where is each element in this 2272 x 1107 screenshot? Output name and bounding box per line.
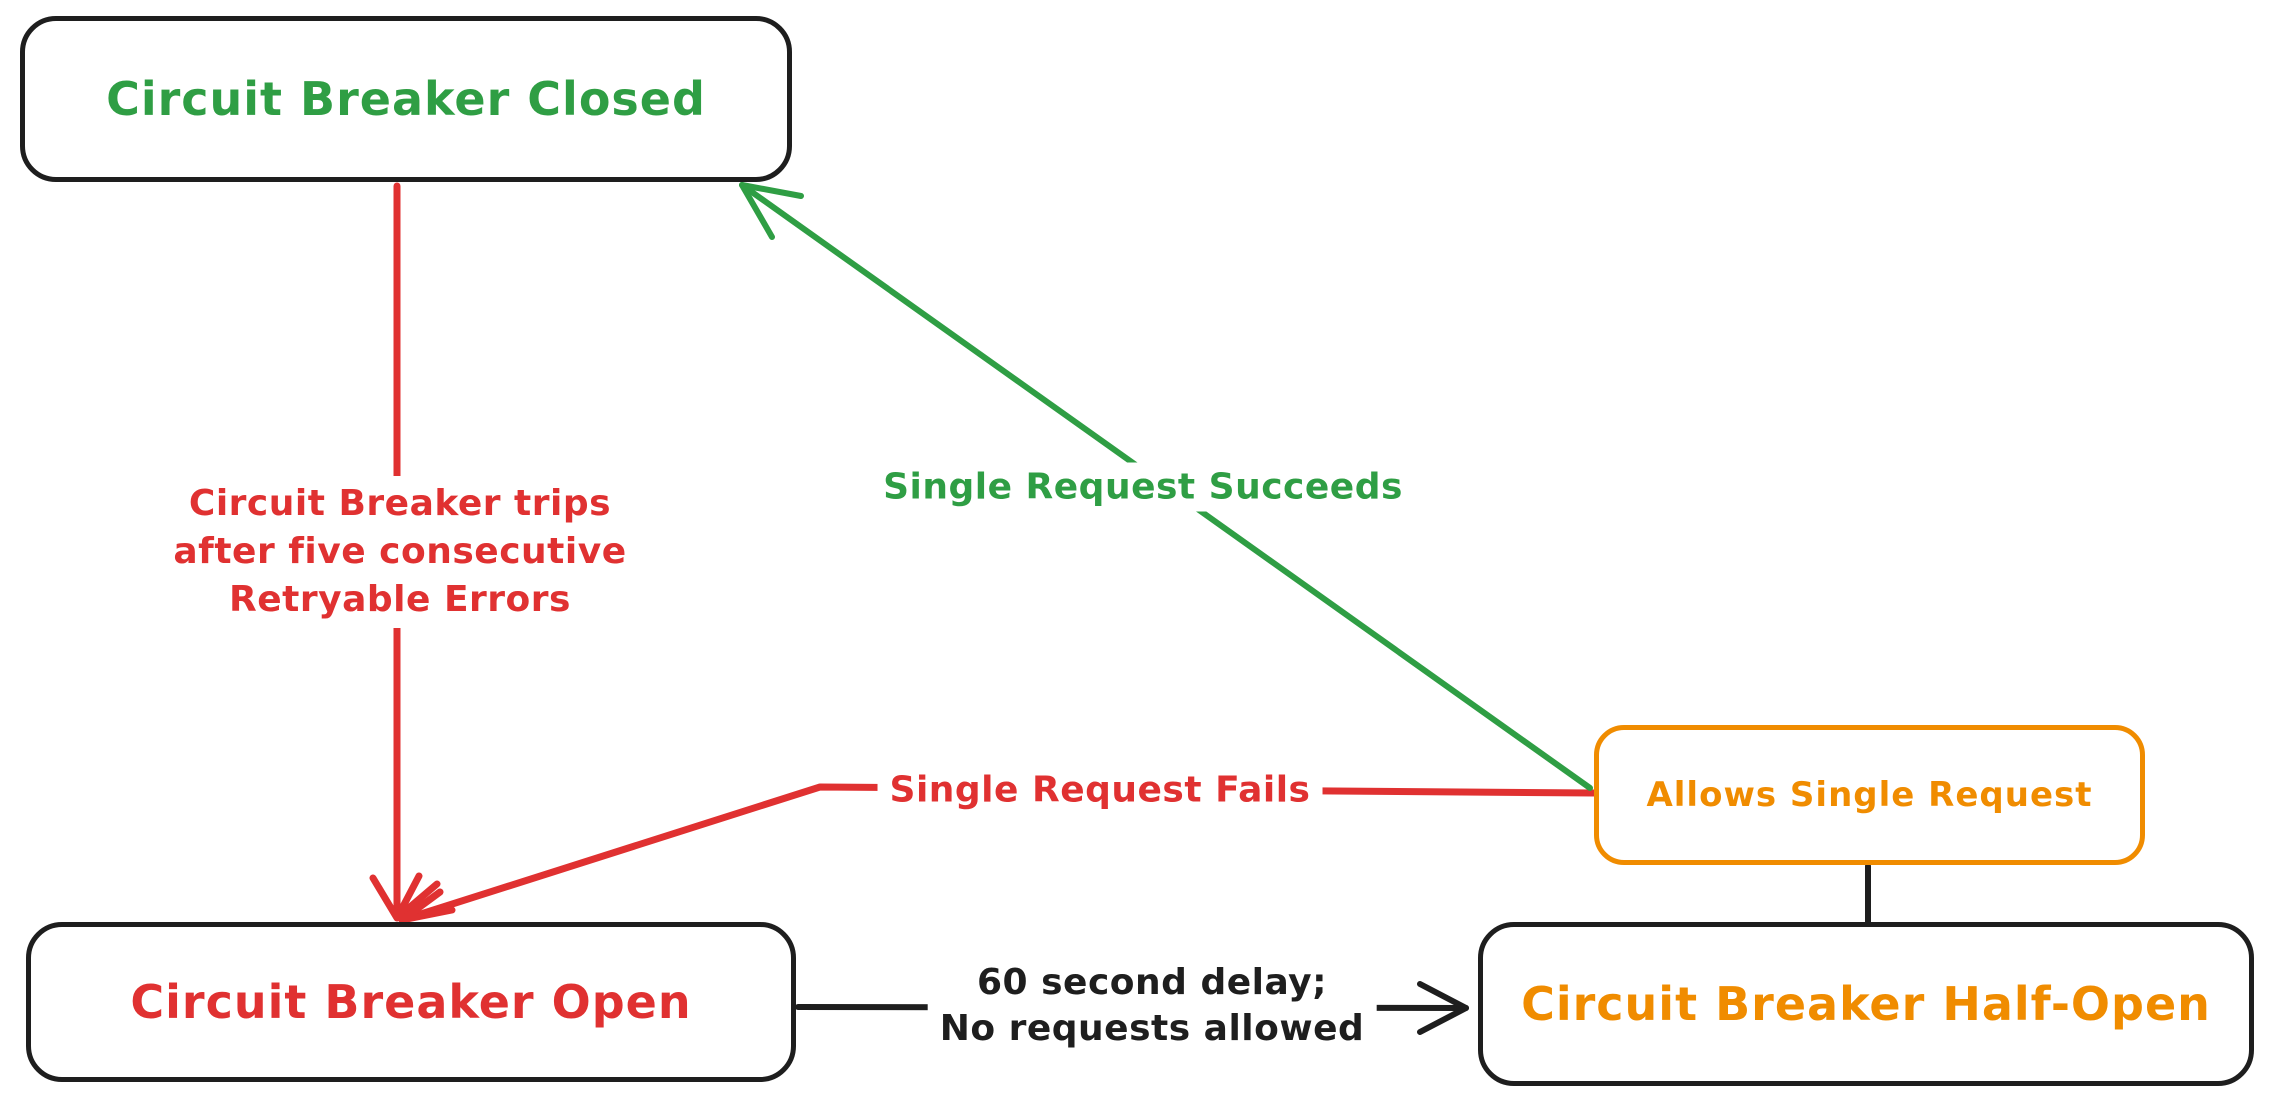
edge-label-success: Single Request Succeeds <box>871 462 1415 512</box>
fail-arrow-line <box>398 783 1598 924</box>
node-label: Allows Single Request <box>1646 775 2093 815</box>
node-label: Circuit Breaker Closed <box>106 72 706 126</box>
edge-label-line: Single Request Fails <box>889 769 1311 811</box>
delay-arrowhead-icon <box>1417 981 1469 1035</box>
trip-arrowhead-icon <box>369 872 441 922</box>
fail-arrowhead-icon <box>398 888 456 924</box>
success-arrowhead-icon <box>739 182 804 240</box>
fail-arrow <box>398 783 1598 924</box>
edge-label-line: Circuit Breaker trips <box>188 483 612 524</box>
edge-label-trip: Circuit Breaker trips after five consecu… <box>161 476 639 628</box>
node-allows-single-request: Allows Single Request <box>1594 725 2145 865</box>
node-circuit-breaker-closed: Circuit Breaker Closed <box>20 16 792 182</box>
edge-label-delay: 60 second delay; No requests allowed <box>927 956 1377 1056</box>
node-label: Circuit Breaker Open <box>130 975 692 1029</box>
edge-label-line: 60 second delay; <box>976 962 1328 1003</box>
edge-label-line: Single Request Succeeds <box>883 466 1403 508</box>
node-circuit-breaker-half-open: Circuit Breaker Half-Open <box>1478 922 2254 1086</box>
edge-label-fail: Single Request Fails <box>877 765 1323 815</box>
edge-label-line: No requests allowed <box>939 1008 1365 1049</box>
edge-label-line: after five consecutive <box>173 531 627 572</box>
node-circuit-breaker-open: Circuit Breaker Open <box>26 922 796 1082</box>
edge-label-line: Retryable Errors <box>229 579 571 620</box>
node-label: Circuit Breaker Half-Open <box>1521 977 2211 1031</box>
